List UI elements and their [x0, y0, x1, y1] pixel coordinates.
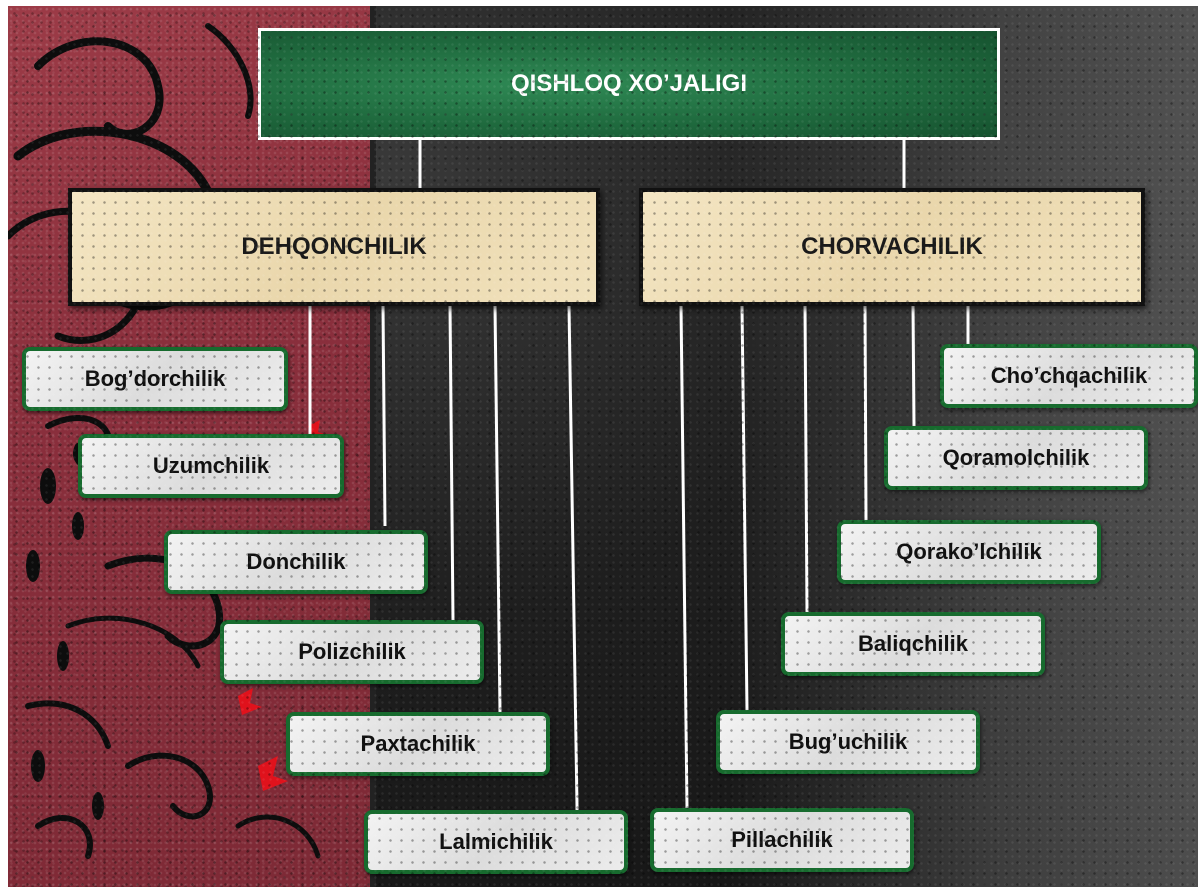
chorvachilik-item-node-label: Qoramolchilik [942, 445, 1090, 470]
chorvachilik-item-node-label: Bug’uchilik [788, 729, 908, 754]
connector-dehqonchilik-branch [493, 305, 502, 713]
dehqonchilik-item-node: Donchilik [164, 530, 428, 594]
dehqonchilik-item-node-label: Paxtachilik [360, 731, 476, 756]
connector-lines [308, 140, 970, 810]
connector-dehqonchilik-branch [448, 305, 455, 621]
connector-chorvachilik-branch [740, 305, 749, 711]
chorvachilik-item-node-label: Pillachilik [731, 827, 833, 852]
category-node-dehqonchilik-label: DEHQONCHILIK [241, 233, 427, 260]
dehqonchilik-item-node-label: Polizchilik [298, 639, 406, 664]
chorvachilik-item-node: Bug’uchilik [716, 710, 980, 774]
dehqonchilik-item-node: Uzumchilik [78, 434, 344, 498]
dehqonchilik-item-node-label: Donchilik [246, 549, 346, 574]
dehqonchilik-item-node: Bog’dorchilik [22, 347, 288, 411]
connector-chorvachilik-branch [863, 305, 868, 521]
connector-dehqonchilik-branch [381, 305, 387, 527]
root-node: QISHLOQ XO’JALIGI [258, 28, 1000, 140]
chorvachilik-item-node: Pillachilik [650, 808, 914, 872]
chorvachilik-item-node: Qoramolchilik [884, 426, 1148, 490]
chorvachilik-item-node-label: Qorako’lchilik [896, 539, 1042, 564]
chorvachilik-item-node-label: Cho’chqachilik [990, 363, 1148, 388]
connector-chorvachilik-branch [803, 305, 809, 613]
connector-dehqonchilik-branch [567, 305, 579, 807]
dehqonchilik-item-node-label: Lalmichilik [439, 829, 553, 854]
chorvachilik-item-node-label: Baliqchilik [857, 631, 969, 656]
dehqonchilik-item-node: Polizchilik [220, 620, 484, 684]
root-node-label: QISHLOQ XO’JALIGI [510, 70, 748, 97]
dehqonchilik-item-node-label: Uzumchilik [152, 453, 270, 478]
chorvachilik-item-node: Qorako’lchilik [837, 520, 1101, 584]
dehqonchilik-item-node: Lalmichilik [364, 810, 628, 874]
dehqonchilik-item-node: Paxtachilik [286, 712, 550, 776]
slide: QISHLOQ XO’JALIGI DEHQONCHILIK CHORVACHILI… [8, 6, 1198, 887]
category-node-dehqonchilik: DEHQONCHILIK [68, 188, 600, 306]
dehqonchilik-item-node-label: Bog’dorchilik [84, 366, 226, 391]
connector-chorvachilik-branch [679, 305, 689, 809]
category-node-chorvachilik-label: CHORVACHILIK [801, 233, 983, 260]
chorvachilik-item-node: Baliqchilik [781, 612, 1045, 676]
category-node-chorvachilik: CHORVACHILIK [639, 188, 1145, 306]
connector-chorvachilik-branch [911, 305, 916, 427]
chorvachilik-item-node: Cho’chqachilik [940, 344, 1198, 408]
